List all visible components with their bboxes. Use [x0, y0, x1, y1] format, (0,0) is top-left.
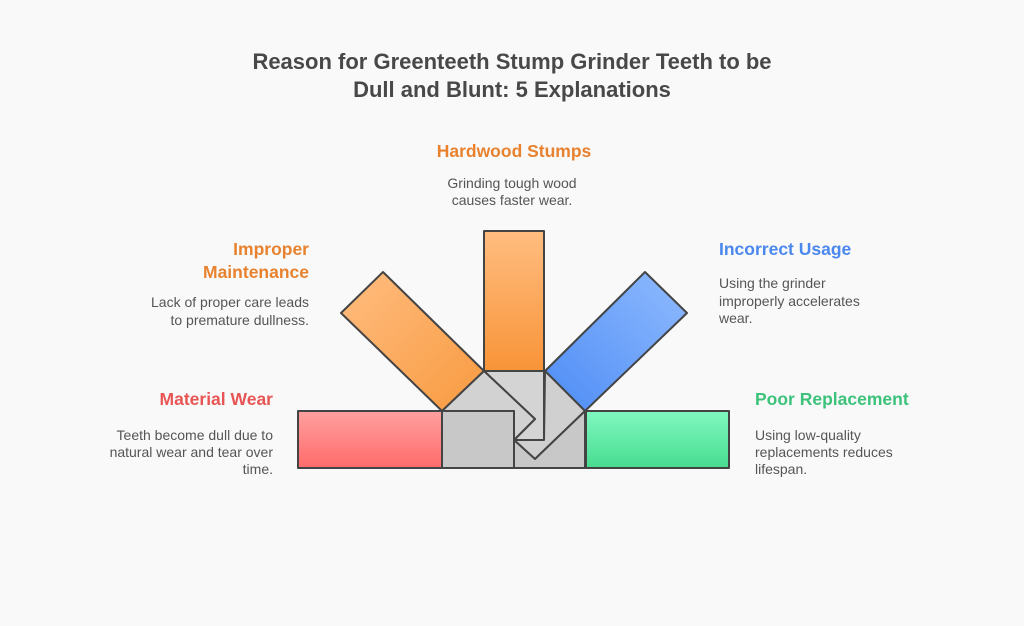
- hardwood-desc-2: causes faster wear.: [452, 192, 573, 208]
- title-line-1: Reason for Greenteeth Stump Grinder Teet…: [252, 49, 771, 74]
- material-wear-label: Material Wear Teeth become dull due to n…: [110, 389, 274, 477]
- material-desc-3: time.: [243, 461, 273, 477]
- incorrect-usage-bar: [544, 271, 688, 412]
- hardwood-stumps-label: Hardwood Stumps Grinding tough wood caus…: [437, 141, 592, 208]
- maintenance-desc-1: Lack of proper care leads: [151, 294, 309, 310]
- material-desc-2: natural wear and tear over: [110, 444, 274, 460]
- replacement-title: Poor Replacement: [755, 389, 909, 409]
- maintenance-title-2: Maintenance: [203, 262, 309, 282]
- poor-replacement-bar: [585, 410, 730, 469]
- incorrect-usage-label: Incorrect Usage Using the grinder improp…: [718, 239, 860, 326]
- maintenance-desc-2: to premature dullness.: [170, 312, 309, 328]
- replacement-desc-1: Using low-quality: [755, 427, 861, 443]
- hub: [441, 370, 586, 469]
- material-title: Material Wear: [160, 389, 274, 409]
- poor-replacement-label: Poor Replacement Using low-quality repla…: [755, 389, 909, 477]
- hardwood-desc-1: Grinding tough wood: [447, 175, 576, 191]
- improper-maintenance-label: Improper Maintenance Lack of proper care…: [151, 239, 309, 328]
- title-line-2: Dull and Blunt: 5 Explanations: [353, 77, 671, 102]
- usage-desc-1: Using the grinder: [719, 275, 826, 291]
- hub-piece-left: [441, 410, 515, 469]
- material-wear-bar: [297, 410, 443, 469]
- replacement-desc-2: replacements reduces: [755, 444, 893, 460]
- material-desc-1: Teeth become dull due to: [117, 427, 274, 443]
- hardwood-title: Hardwood Stumps: [437, 141, 592, 161]
- replacement-desc-3: lifespan.: [755, 461, 807, 477]
- hardwood-stumps-bar: [483, 230, 545, 372]
- maintenance-title-1: Improper: [233, 239, 309, 259]
- usage-desc-3: wear.: [718, 310, 752, 326]
- usage-title: Incorrect Usage: [719, 239, 852, 259]
- usage-desc-2: improperly accelerates: [719, 293, 860, 309]
